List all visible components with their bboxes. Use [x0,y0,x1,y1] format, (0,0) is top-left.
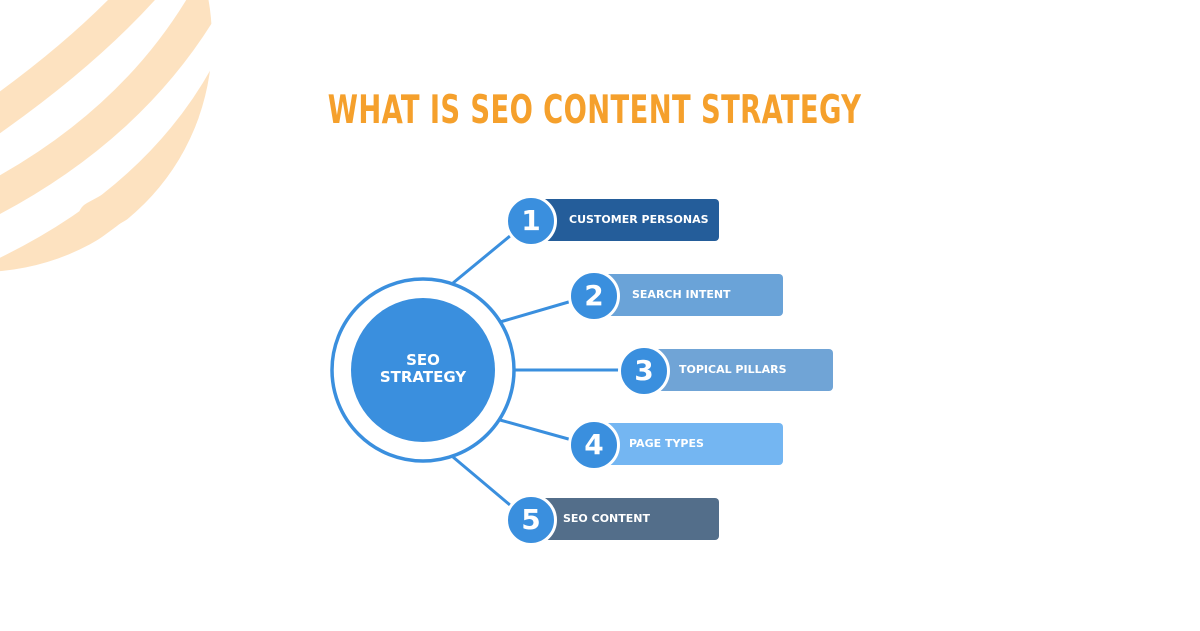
hub-label: SEO STRATEGY [350,352,496,386]
step-5-number: 5 [521,503,541,536]
step-2: SEARCH INTENT 2 [568,270,783,322]
step-2-number: 2 [584,279,604,312]
step-2-bar: SEARCH INTENT [598,274,783,316]
step-4-bar: PAGE TYPES [593,423,783,465]
arc-band [0,0,212,232]
step-1-bar: CUSTOMER PERSONAS [529,199,719,241]
step-3-badge: 3 [618,345,670,397]
step-5-badge: 5 [505,494,557,546]
connector-line-5 [452,455,511,507]
page-title: WHAT IS SEO CONTENT STRATEGY [327,88,862,133]
step-1-badge: 1 [505,195,557,247]
arc-band [0,0,167,157]
connector-line-4 [499,418,573,442]
step-2-label: SEARCH INTENT [632,288,731,301]
step-1: CUSTOMER PERSONAS 1 [505,195,719,247]
step-4: PAGE TYPES 4 [568,419,783,471]
step-4-number: 4 [584,428,604,461]
step-3-label: TOPICAL PILLARS [679,363,787,376]
step-1-label: CUSTOMER PERSONAS [569,213,709,226]
step-4-label: PAGE TYPES [629,437,704,450]
step-5: SEO CONTENT 5 [505,494,719,546]
hub-label-line1: SEO [406,351,440,369]
step-3-bar: TOPICAL PILLARS [643,349,833,391]
step-2-badge: 2 [568,270,620,322]
hub-circle [351,298,495,442]
connector-line-1 [452,234,511,285]
step-1-number: 1 [521,204,541,237]
hub-label-line2: STRATEGY [379,368,467,386]
step-4-badge: 4 [568,419,620,471]
step-3-number: 3 [634,354,654,387]
step-3: TOPICAL PILLARS 3 [618,345,833,397]
step-5-label: SEO CONTENT [563,512,650,525]
connector-line-2 [499,299,573,324]
